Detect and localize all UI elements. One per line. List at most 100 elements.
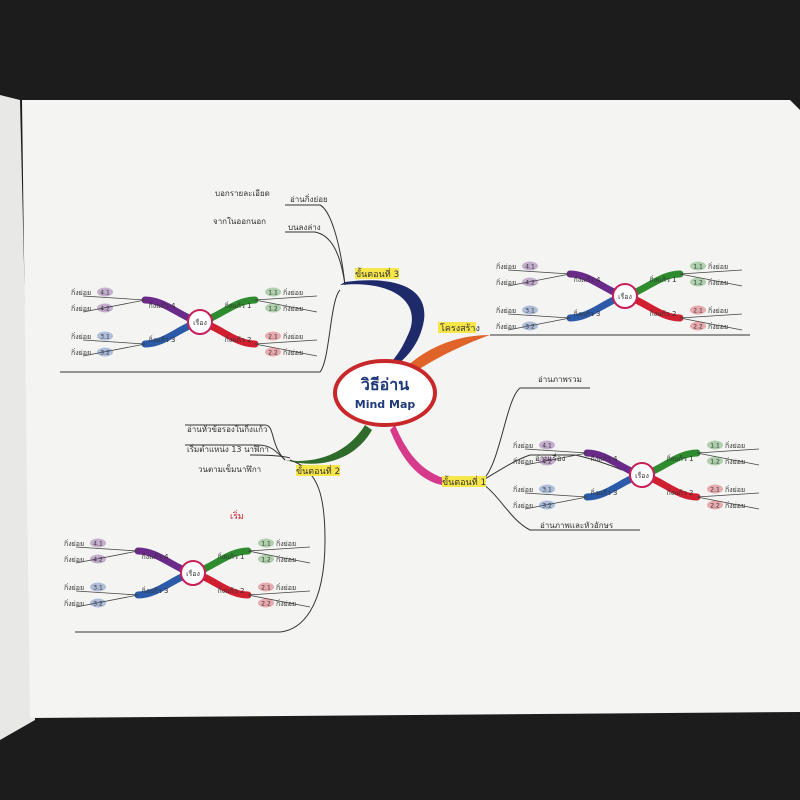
line-step2-note2 — [185, 444, 286, 461]
mini-sub-line — [524, 492, 588, 498]
step2-note-2: เริ่มตำแหน่ง 13 นาฬิกา — [187, 443, 269, 454]
mini-sub-line — [696, 448, 760, 454]
mini-sub-label: กิ่งย่อย — [496, 306, 516, 315]
mini-sub-line — [254, 339, 318, 345]
mini-sub-line — [696, 452, 760, 466]
mini-arm-label: กิ่งแก้ว 2 — [666, 488, 693, 497]
mini-sub-label: กิ่งย่อย — [513, 485, 533, 494]
mini-num: 3.1 — [525, 308, 535, 315]
mini-center-label: เรื่อง — [186, 569, 200, 578]
mini-arm-label: กิ่งแก้ว 2 — [649, 309, 676, 318]
step3-label: ขั้นตอนที่ 3 — [355, 267, 399, 280]
mini-sub-line — [507, 317, 571, 331]
mini-center-circle — [629, 462, 655, 488]
start-label: เริ่ม — [230, 509, 244, 522]
mini-num: 1.2 — [693, 280, 703, 287]
mini-sub-label: กิ่งย่อย — [513, 457, 533, 466]
mini-num-badge — [258, 598, 274, 608]
mini-num: 4.1 — [525, 264, 535, 271]
mini-sub-label: กิ่งย่อย — [283, 348, 303, 357]
mini-num: 1.1 — [693, 264, 703, 271]
mini-num: 2.1 — [693, 308, 703, 315]
mini-arm-label: กิ่งแก้ว 4 — [590, 454, 618, 463]
mini-sub-line — [254, 299, 318, 313]
mini-num: 3.2 — [100, 350, 110, 357]
mini-arm-label: กิ่งแก้ว 4 — [148, 301, 176, 310]
mini-num-badge — [690, 277, 706, 287]
mini-num-badge — [690, 261, 706, 271]
structure-label: โครงสร้าง — [440, 323, 480, 334]
mini-num: 2.2 — [268, 350, 278, 357]
mini-sub-label: กิ่งย่อย — [513, 441, 533, 450]
mini-sub-label: กิ่งย่อย — [64, 583, 84, 592]
mini-sub-line — [75, 594, 139, 608]
branch-step1 — [390, 425, 480, 487]
step1-note-2: อ่านเรื่อง — [535, 452, 566, 463]
line-overview — [479, 387, 590, 483]
mini-num-badge — [522, 305, 538, 315]
mini-num: 3.2 — [525, 324, 535, 331]
mini-sub-line — [696, 496, 760, 510]
mini-center-label: เรื่อง — [193, 318, 207, 327]
mini-sub-label: กิ่งย่อย — [64, 555, 84, 564]
mini-sub-line — [247, 594, 311, 608]
mini-sub-line — [254, 343, 318, 357]
mini-arm-label: กิ่งแก้ว 4 — [573, 275, 601, 284]
mini-sub-line — [696, 492, 760, 498]
mini-num-badge — [539, 484, 555, 494]
central-node: วิธีอ่าน Mind Map — [333, 359, 437, 427]
mini-num: 2.2 — [693, 324, 703, 331]
mini-arm-label: กิ่งแก้ว 2 — [224, 335, 251, 344]
mini-sub-label: กิ่งย่อย — [725, 485, 745, 494]
mini-sub-line — [75, 546, 139, 552]
mini-arm-label: กิ่งแก้ว 1 — [666, 454, 693, 463]
mini-center-circle — [187, 309, 213, 335]
mini-sub-label: กิ่งย่อย — [71, 348, 91, 357]
mini-num: 3.1 — [100, 334, 110, 341]
mini-center-label: เรื่อง — [635, 471, 649, 480]
line-images — [479, 481, 640, 531]
mini-num-badge — [539, 440, 555, 450]
mini-sub-label: กิ่งย่อย — [725, 441, 745, 450]
step3-highlight — [355, 268, 399, 279]
line-step3-loop — [60, 289, 341, 373]
mini-num-badge — [90, 598, 106, 608]
mini-num-badge — [265, 303, 281, 313]
branch-step2 — [285, 425, 372, 464]
mini-arm-label: กิ่งแก้ว 2 — [217, 586, 244, 595]
mini-sub-line — [75, 550, 139, 564]
line-inner — [285, 231, 346, 286]
mini-num-badge — [97, 303, 113, 313]
mini-num-badge — [97, 287, 113, 297]
mini-num-badge — [258, 582, 274, 592]
structure-highlight — [438, 322, 476, 333]
branch-labels: ขั้นตอนที่ 3 โครงสร้าง ขั้นตอนที่ 2 ขั้น… — [296, 267, 486, 488]
mini-num: 3.1 — [542, 487, 552, 494]
mini-num: 2.1 — [710, 487, 720, 494]
mini-sub-line — [679, 273, 743, 287]
mini-num-badge — [90, 538, 106, 548]
mini-num: 1.2 — [261, 557, 271, 564]
line-read-story — [479, 454, 575, 483]
mini-sub-line — [82, 339, 146, 345]
center-subtitle: Mind Map — [355, 398, 416, 411]
mini-num-badge — [690, 305, 706, 315]
mini-num: 2.1 — [261, 585, 271, 592]
mini-sub-line — [247, 546, 311, 552]
mini-sub-line — [75, 590, 139, 596]
step2-highlight — [296, 465, 340, 476]
step3-note-2: อ่านกิ่งย่อย — [290, 193, 328, 204]
mini-center-label: เรื่อง — [618, 292, 632, 301]
mini-sub-line — [507, 269, 571, 275]
mini-sub-label: กิ่งย่อย — [276, 583, 296, 592]
mini-sub-label: กิ่งย่อย — [276, 539, 296, 548]
mini-sub-label: กิ่งย่อย — [496, 278, 516, 287]
mini-center-circle — [180, 560, 206, 586]
mini-sub-label: กิ่งย่อย — [64, 539, 84, 548]
mini-num: 4.2 — [542, 459, 552, 466]
mini-num-badge — [522, 277, 538, 287]
step1-note-3: อ่านภาพและหัวอักษร — [540, 521, 614, 530]
mini-sub-line — [82, 299, 146, 313]
mini-num-badge — [690, 321, 706, 331]
